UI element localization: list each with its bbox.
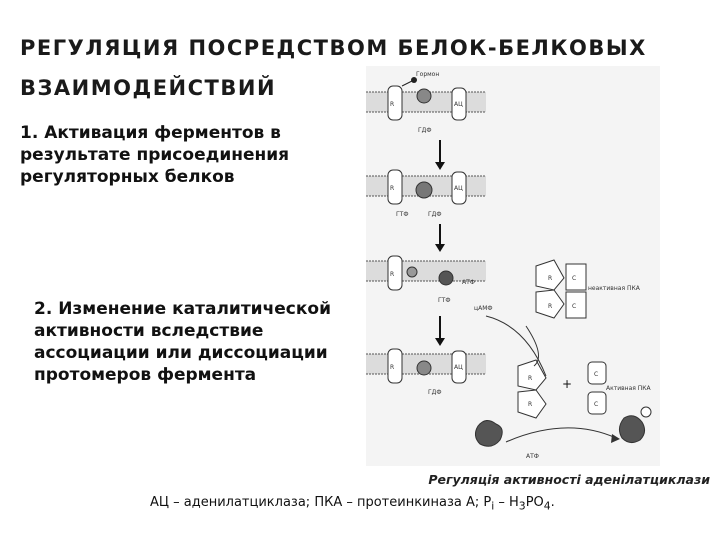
diagram-svg: R АЦ Гормон ГДФ R АЦ ГТФ ГДФ — [366, 71, 652, 460]
atp-label-2: АТФ — [526, 453, 539, 460]
gdp-label-4: ГДФ — [428, 389, 442, 396]
legend-end: . — [550, 495, 555, 510]
c-label-pka-4: C — [594, 401, 598, 408]
figure-legend: АЦ – аденилатциклаза; ПКА – протеинкиназ… — [150, 495, 710, 513]
legend-sub-3: 3 — [518, 499, 526, 513]
ac-label-4: АЦ — [454, 364, 463, 371]
title-line-2: ВЗАИМОДЕЙСТВИЙ — [20, 76, 277, 100]
legend-po: PO — [525, 495, 544, 510]
stage-1-receptor: R АЦ Гормон ГДФ — [387, 71, 467, 134]
r-label-2: R — [390, 185, 394, 192]
hormone-label: Гормон — [416, 71, 439, 78]
gdp-label-1: ГДФ — [418, 127, 432, 134]
inactive-pka-label: неактивная ПКА — [588, 285, 641, 292]
atp-label-1: АТФ — [462, 279, 475, 286]
gdp-label-2: ГДФ — [428, 211, 442, 218]
r-label-4: R — [390, 364, 394, 371]
r-label-1: R — [390, 101, 394, 108]
r-label-pka-3: R — [528, 375, 532, 382]
active-pka-label: Активная ПКА — [606, 385, 652, 392]
phosphorylation-step: АТФ — [474, 406, 652, 460]
legend-main: АЦ – аденилатциклаза; ПКА – протеинкиназ… — [150, 495, 492, 510]
r-label-pka-2: R — [548, 303, 552, 310]
stage-arrows — [435, 140, 445, 346]
active-pka: R R + C C Активная ПКА — [517, 359, 652, 419]
gtp-label-3: ГТФ — [438, 297, 451, 304]
c-label-pka-1: C — [572, 275, 576, 282]
r-label-3: R — [390, 271, 394, 278]
gtp-label-2: ГТФ — [396, 211, 409, 218]
c-label-pka-2: C — [572, 303, 576, 310]
legend-mid: – H — [494, 495, 519, 510]
membrane-3 — [366, 260, 486, 282]
c-label-pka-3: C — [594, 371, 598, 378]
inactive-pka: R C R C неактивная ПКА — [535, 259, 641, 319]
stage-4-receptor: R АЦ ГДФ — [387, 348, 467, 396]
plus-sign: + — [562, 377, 572, 391]
legend-sub-4: 4 — [543, 499, 551, 513]
r-label-pka-1: R — [548, 275, 552, 282]
figure-caption-italic: Регуляція активності аденілатциклази — [428, 472, 710, 487]
stage-3-receptor: R ГТФ АТФ цАМФ — [387, 255, 493, 312]
ac-label-1: АЦ — [454, 101, 463, 108]
point-2-text: 2. Изменение каталитической активности в… — [34, 296, 348, 388]
stage-2-receptor: R АЦ ГТФ ГДФ — [387, 169, 467, 218]
adenylate-cyclase-diagram: R АЦ Гормон ГДФ R АЦ ГТФ ГДФ — [366, 66, 660, 466]
camp-label: цАМФ — [474, 305, 493, 312]
point-1-text: 1. Активация ферментов в результате прис… — [20, 123, 290, 187]
title-line-1: РЕГУЛЯЦИЯ ПОСРЕДСТВОМ БЕЛОК-БЕЛКОВЫХ — [20, 36, 647, 60]
slide-title: РЕГУЛЯЦИЯ ПОСРЕДСТВОМ БЕЛОК-БЕЛКОВЫХ ВЗА… — [20, 28, 710, 108]
legend-sub-i: i — [491, 499, 495, 513]
ac-label-2: АЦ — [454, 185, 463, 192]
r-label-pka-4: R — [528, 401, 532, 408]
